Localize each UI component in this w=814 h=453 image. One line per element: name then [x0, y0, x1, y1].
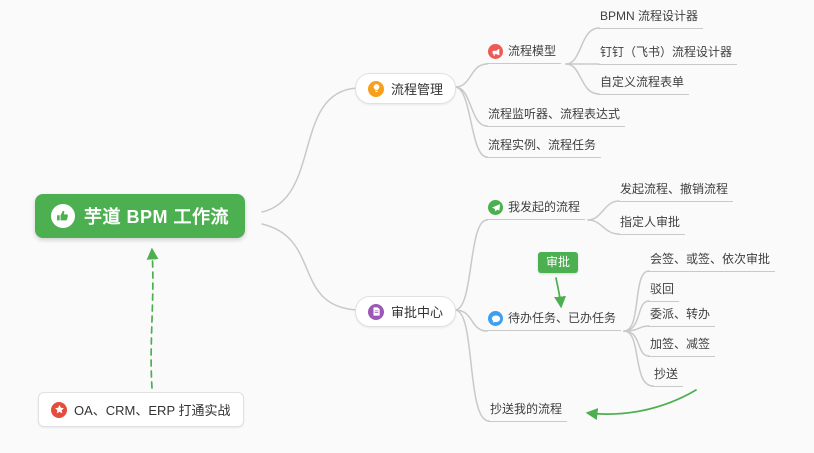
leaf-my-initiated[interactable]: 我发起的流程 — [486, 200, 586, 220]
thumbs-up-icon — [51, 204, 75, 228]
leaf-add-sign[interactable]: 加签、减签 — [648, 337, 716, 357]
leaf-bpmn-designer[interactable]: BPMN 流程设计器 — [598, 9, 704, 29]
chat-bubble-icon — [488, 311, 503, 326]
branch-label: 审批中心 — [391, 305, 444, 320]
branch-approval-center[interactable]: 审批中心 — [355, 296, 457, 327]
cc-flow-arrow — [585, 389, 697, 420]
lightbulb-icon — [368, 80, 384, 97]
leaf-label: 流程模型 — [508, 44, 557, 58]
leaf-custom-form[interactable]: 自定义流程表单 — [598, 75, 690, 95]
leaf-label: 抄送我的流程 — [490, 402, 563, 416]
paper-plane-icon — [488, 200, 503, 215]
root-label: 芋道 BPM 工作流 — [84, 207, 230, 227]
oa-crm-erp-node[interactable]: OA、CRM、ERP 打通实战 — [38, 392, 244, 427]
leaf-label: 流程实例、流程任务 — [488, 138, 597, 152]
leaf-label: 委派、转办 — [650, 307, 711, 321]
megaphone-icon — [488, 44, 503, 59]
leaf-label: 驳回 — [650, 282, 675, 296]
leaf-todo-done[interactable]: 待办任务、已办任务 — [486, 311, 622, 331]
leaf-countersign[interactable]: 会签、或签、依次审批 — [648, 252, 776, 272]
leaf-reject[interactable]: 驳回 — [648, 282, 680, 302]
leaf-label: 自定义流程表单 — [600, 75, 685, 89]
approval-badge: 审批 — [538, 252, 579, 273]
approval-flow-arrow — [554, 277, 566, 309]
document-icon — [368, 303, 384, 320]
leaf-delegate[interactable]: 委派、转办 — [648, 307, 716, 327]
leaf-label: 会签、或签、依次审批 — [650, 252, 771, 266]
branch-label: 流程管理 — [391, 82, 444, 97]
leaf-process-instance[interactable]: 流程实例、流程任务 — [486, 138, 602, 158]
badge-label: 审批 — [546, 255, 571, 269]
leaf-cc[interactable]: 抄送 — [652, 367, 684, 387]
integration-dashed-arrow — [146, 247, 159, 389]
leaf-cc-my-process[interactable]: 抄送我的流程 — [488, 402, 568, 422]
leaf-assignee-approval[interactable]: 指定人审批 — [618, 215, 686, 235]
leaf-label: 我发起的流程 — [508, 200, 581, 214]
leaf-label: 加签、减签 — [650, 337, 711, 351]
leaf-label: BPMN 流程设计器 — [600, 9, 699, 23]
leaf-label: 抄送 — [654, 367, 679, 381]
leaf-label: 发起流程、撤销流程 — [620, 182, 729, 196]
leaf-label: 指定人审批 — [620, 215, 681, 229]
star-icon — [51, 401, 67, 418]
leaf-label: 钉钉（飞书）流程设计器 — [600, 45, 733, 59]
leaf-dingtalk-designer[interactable]: 钉钉（飞书）流程设计器 — [598, 45, 738, 65]
leaf-label: 待办任务、已办任务 — [508, 311, 617, 325]
leaf-process-listener[interactable]: 流程监听器、流程表达式 — [486, 107, 626, 127]
footer-label: OA、CRM、ERP 打通实战 — [74, 403, 231, 418]
branch-process-management[interactable]: 流程管理 — [355, 73, 457, 104]
leaf-label: 流程监听器、流程表达式 — [488, 107, 621, 121]
leaf-initiate-cancel[interactable]: 发起流程、撤销流程 — [618, 182, 734, 202]
root-node[interactable]: 芋道 BPM 工作流 — [35, 194, 246, 238]
leaf-process-model[interactable]: 流程模型 — [486, 44, 562, 64]
